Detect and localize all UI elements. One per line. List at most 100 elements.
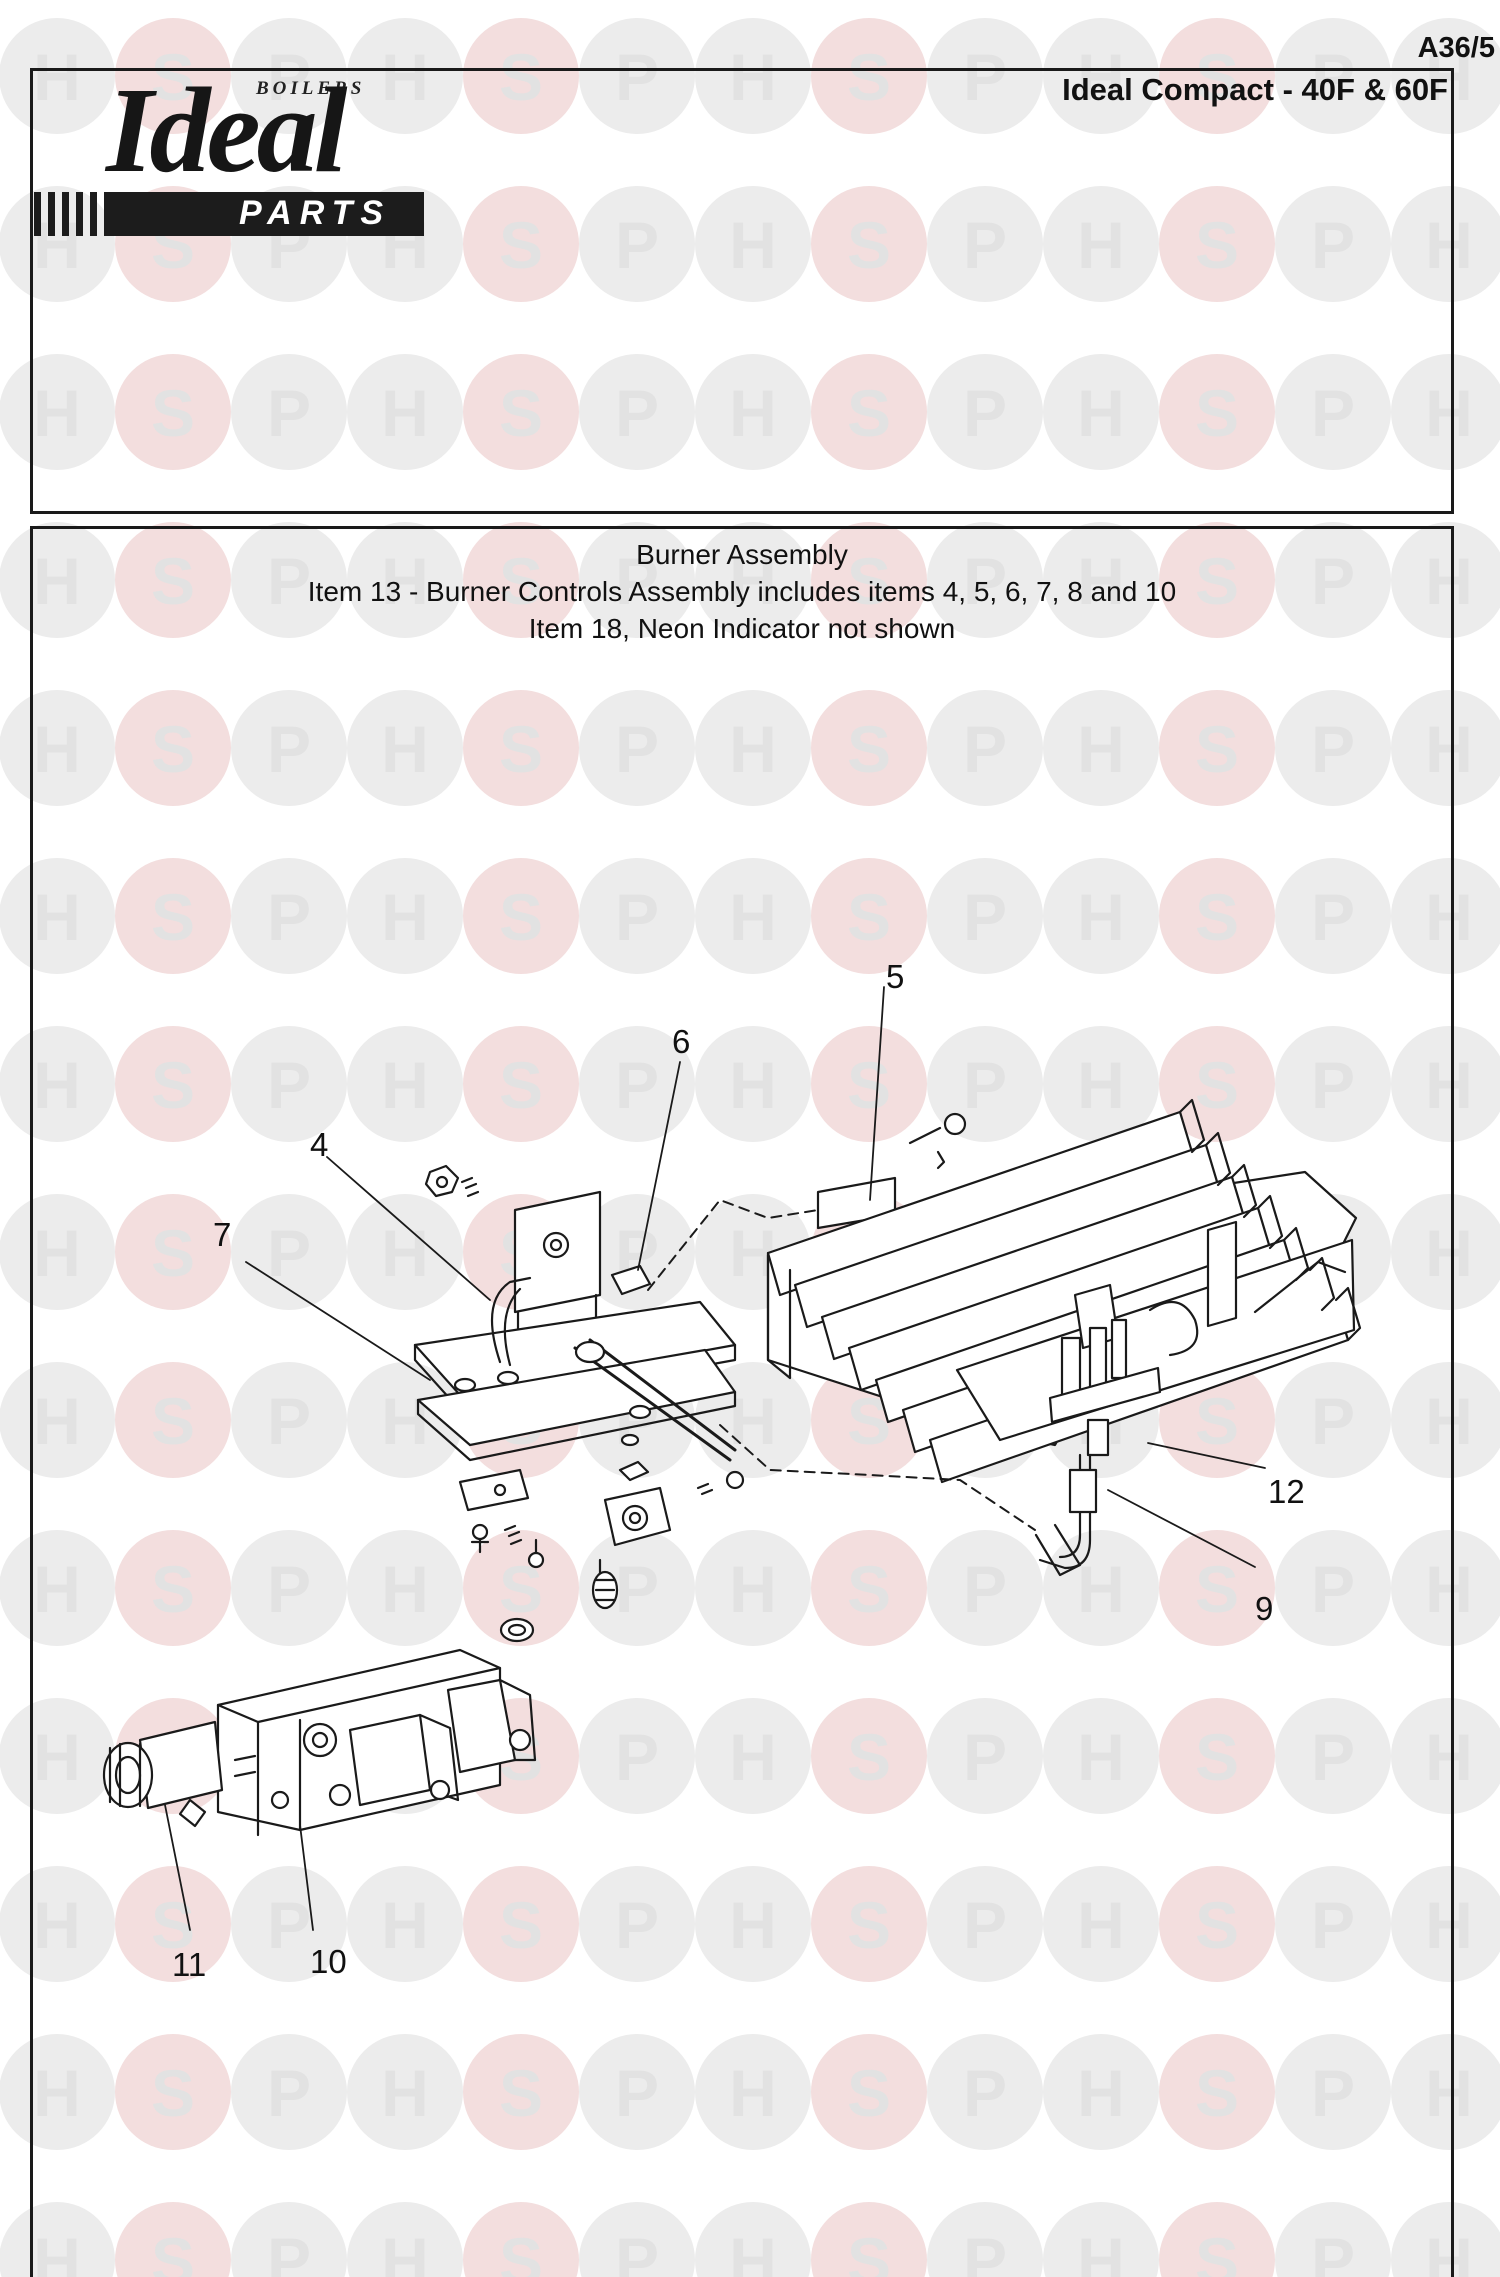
watermark-circle <box>695 522 811 638</box>
watermark-circle <box>579 522 695 638</box>
watermark-letter: H <box>381 1216 429 1290</box>
caption-line-1: Item 13 - Burner Controls Assembly inclu… <box>307 576 1177 607</box>
watermark-letter: H <box>33 2224 81 2277</box>
watermark-letter: H <box>1077 1552 1125 1626</box>
watermark-letter: P <box>267 712 311 786</box>
fittings <box>458 1460 745 1643</box>
watermark-letter: S <box>847 544 891 618</box>
watermark-letter: P <box>615 1048 659 1122</box>
watermark-letter: S <box>151 2224 195 2277</box>
watermark-letter: S <box>1195 2224 1239 2277</box>
watermark-letter: H <box>729 712 777 786</box>
watermark-letter: P <box>267 376 311 450</box>
watermark-letter: H <box>1425 1552 1473 1626</box>
diagram-panel <box>30 526 1454 2277</box>
watermark-circle <box>927 858 1043 974</box>
watermark-circle <box>115 1362 231 1478</box>
watermark-circle <box>927 1530 1043 1646</box>
watermark-letter: H <box>729 40 777 114</box>
watermark-circle <box>1391 1866 1500 1982</box>
watermark-circle <box>811 858 927 974</box>
watermark-letter: S <box>151 2056 195 2130</box>
watermark-circle <box>347 1194 463 1310</box>
watermark-letter: H <box>729 1048 777 1122</box>
watermark-circle <box>1159 186 1275 302</box>
watermark-letter: S <box>1195 1048 1239 1122</box>
watermark-circle <box>1159 1698 1275 1814</box>
watermark-circle <box>811 1866 927 1982</box>
header-panel <box>30 68 1454 514</box>
watermark-letter: P <box>963 1552 1007 1626</box>
watermark-circle <box>115 2034 231 2150</box>
watermark-circle <box>0 1866 115 1982</box>
watermark-letter: S <box>151 1888 195 1962</box>
watermark-letter: H <box>1425 2224 1473 2277</box>
watermark-letter: S <box>499 208 543 282</box>
watermark-letter: H <box>1425 40 1473 114</box>
watermark-circle <box>579 354 695 470</box>
watermark-circle <box>1159 2202 1275 2277</box>
watermark-letter: S <box>1195 1720 1239 1794</box>
watermark-circle <box>347 1866 463 1982</box>
watermark-letter: H <box>1425 1384 1473 1458</box>
watermark-letter: P <box>963 544 1007 618</box>
watermark-circle <box>463 1026 579 1142</box>
watermark-letter: S <box>499 712 543 786</box>
watermark-circle <box>695 858 811 974</box>
watermark-circle <box>1391 1362 1500 1478</box>
watermark-letter: S <box>847 1048 891 1122</box>
watermark-circle <box>231 1866 347 1982</box>
watermark-letter: S <box>847 880 891 954</box>
watermark-circle <box>811 522 927 638</box>
watermark-letter: S <box>151 880 195 954</box>
injector-bracket <box>424 1164 652 1347</box>
watermark-letter: P <box>1311 40 1355 114</box>
watermark-circle <box>231 1026 347 1142</box>
watermark-letter: H <box>1077 40 1125 114</box>
watermark-letter: P <box>1311 544 1355 618</box>
watermark-letter: S <box>151 712 195 786</box>
caption-line-2: Item 18, Neon Indicator not shown <box>528 613 956 644</box>
watermark-circle <box>115 2202 231 2277</box>
watermark-letter: P <box>963 712 1007 786</box>
watermark-letter: S <box>151 376 195 450</box>
pilot-pipe <box>1034 1453 1098 1577</box>
watermark-letter: P <box>1311 1048 1355 1122</box>
watermark-circle <box>927 690 1043 806</box>
watermark-circle <box>231 1530 347 1646</box>
watermark-letter: H <box>33 2056 81 2130</box>
watermark-letter: P <box>963 2224 1007 2277</box>
watermark-circle <box>1043 1530 1159 1646</box>
ideal-parts-logo: BOILERS Ideal PARTS <box>34 70 429 240</box>
watermark-letter: P <box>1311 880 1355 954</box>
watermark-letter: P <box>267 1888 311 1962</box>
watermark-letter: H <box>729 376 777 450</box>
watermark-circle <box>463 522 579 638</box>
watermark-circle <box>231 2034 347 2150</box>
watermark-letter: S <box>1195 880 1239 954</box>
watermark-letter: H <box>33 40 81 114</box>
watermark-letter: P <box>1311 712 1355 786</box>
watermark-circle <box>695 354 811 470</box>
watermark-circle <box>695 2202 811 2277</box>
watermark-circle <box>811 1530 927 1646</box>
watermark-circle <box>811 2034 927 2150</box>
watermark-letter: P <box>963 1720 1007 1794</box>
watermark-letter: H <box>381 2224 429 2277</box>
watermark-letter: H <box>33 1216 81 1290</box>
watermark-circle <box>927 2034 1043 2150</box>
watermark-letter: S <box>1195 1552 1239 1626</box>
watermark-circle <box>347 2202 463 2277</box>
callout-5: 5 <box>886 958 905 995</box>
watermark-circle <box>811 354 927 470</box>
watermark-letter: S <box>151 1216 195 1290</box>
watermark-letter: S <box>1195 1384 1239 1458</box>
watermark-letter: P <box>267 1216 311 1290</box>
watermark-letter: H <box>729 544 777 618</box>
watermark-circle <box>115 690 231 806</box>
watermark-circle <box>1043 2034 1159 2150</box>
watermark-circle <box>1275 522 1391 638</box>
watermark-circle <box>347 18 463 134</box>
watermark-letter: H <box>729 1384 777 1458</box>
watermark-circle <box>231 2202 347 2277</box>
